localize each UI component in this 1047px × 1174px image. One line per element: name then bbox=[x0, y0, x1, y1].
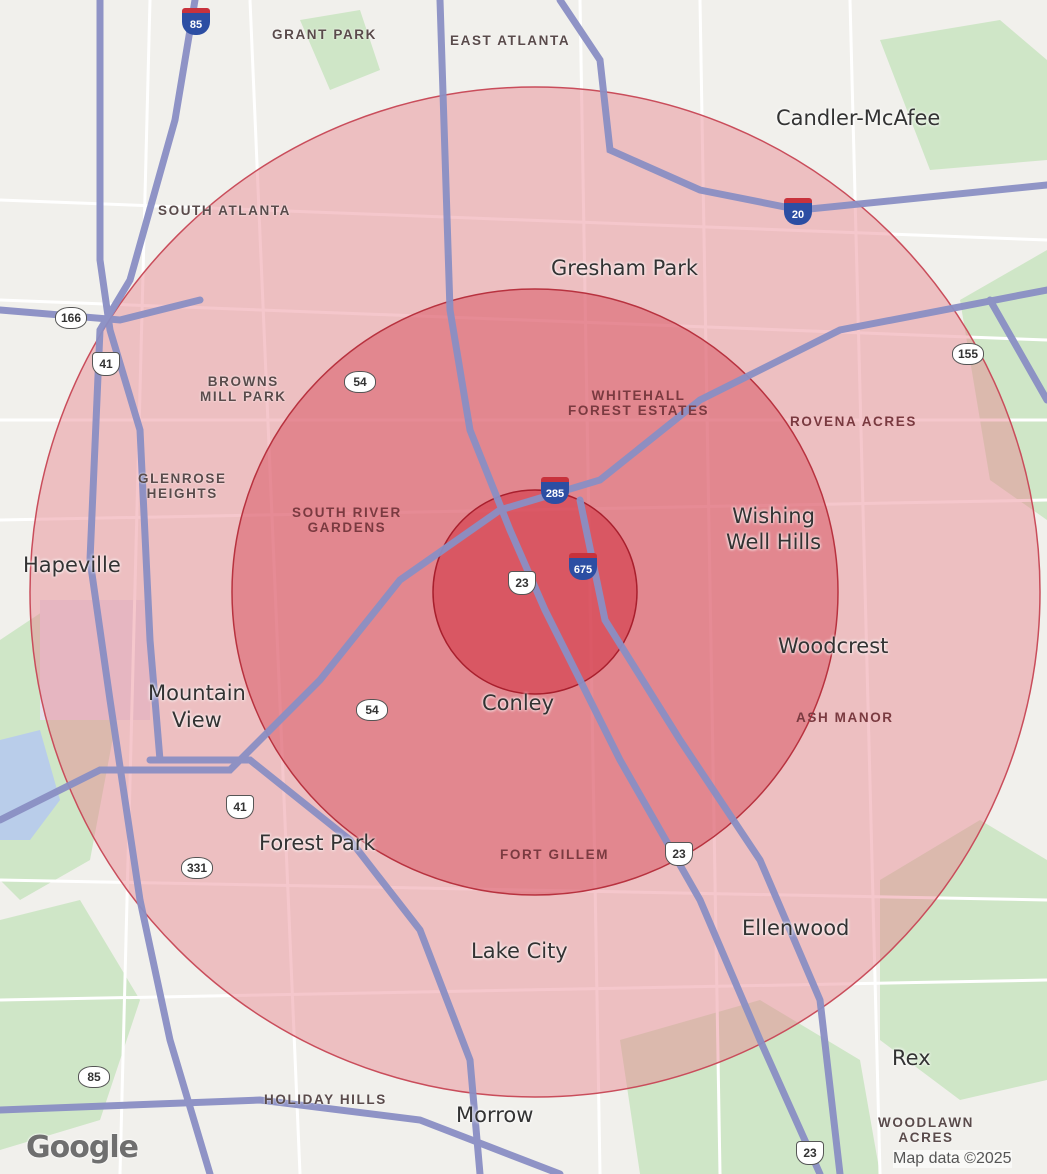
state-route-54-north-shield: 54 bbox=[344, 371, 376, 393]
interstate-20-shield: 20 bbox=[784, 198, 812, 225]
us-route-23-center-shield: 23 bbox=[508, 571, 536, 595]
interstate-285-shield: 285 bbox=[541, 477, 569, 504]
state-route-331-shield: 331 bbox=[181, 857, 213, 879]
interstate-85-shield: 85 bbox=[182, 8, 210, 35]
state-route-155-shield: 155 bbox=[952, 343, 984, 365]
us-route-41-south-shield: 41 bbox=[226, 795, 254, 819]
map-data-attribution[interactable]: Map data ©2025 bbox=[893, 1150, 1012, 1168]
state-route-85-shield: 85 bbox=[78, 1066, 110, 1088]
us-route-23-east-shield: 23 bbox=[665, 842, 693, 866]
us-route-23-bottom-shield: 23 bbox=[796, 1141, 824, 1165]
google-logo: Google bbox=[26, 1130, 139, 1165]
state-route-54-south-shield: 54 bbox=[356, 699, 388, 721]
us-route-41-north-shield: 41 bbox=[92, 352, 120, 376]
park-areas bbox=[0, 10, 1047, 1174]
interstate-675-shield: 675 bbox=[569, 553, 597, 580]
state-route-166-shield: 166 bbox=[55, 307, 87, 329]
